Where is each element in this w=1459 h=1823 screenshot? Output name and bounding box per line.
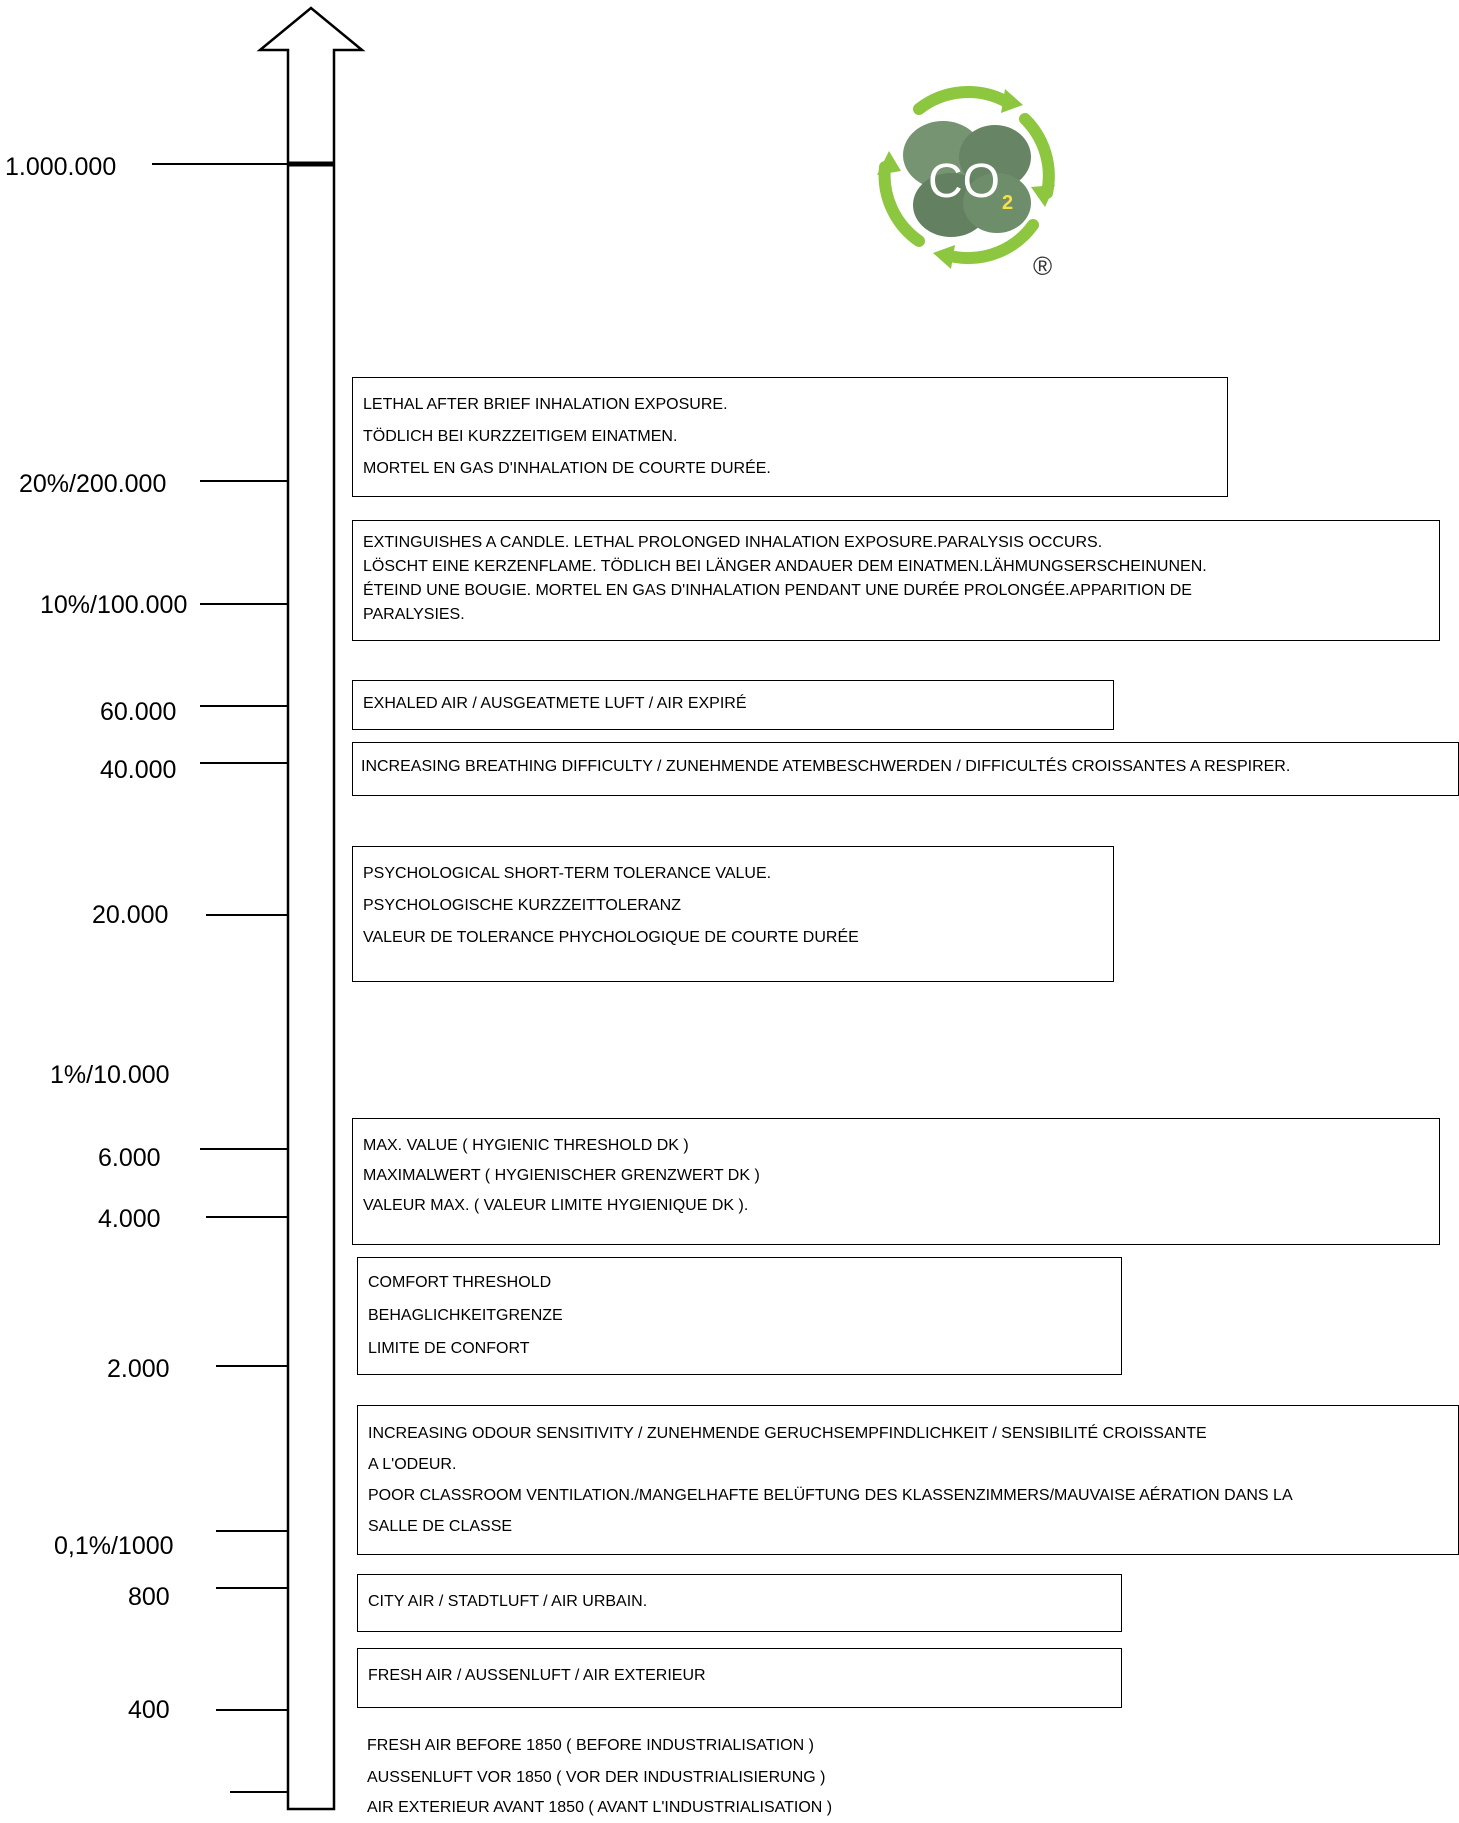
box-line: VALEUR MAX. ( VALEUR LIMITE HYGIENIQUE D… <box>363 1197 749 1214</box>
box-line: LETHAL AFTER BRIEF INHALATION EXPOSURE. <box>363 396 728 413</box>
box-odour-sensitivity: INCREASING ODOUR SENSITIVITY / ZUNEHMEND… <box>357 1405 1459 1555</box>
box-line: LÖSCHT EINE KERZENFLAME. TÖDLICH BEI LÄN… <box>363 558 1207 575</box>
registered-mark: ® <box>1033 251 1052 281</box>
box-line: COMFORT THRESHOLD <box>368 1274 552 1291</box>
scale-tick-40000 <box>200 762 288 764</box>
scale-label-800: 800 <box>128 1583 170 1611</box>
scale-tick-20000 <box>206 914 288 916</box>
scale-tick-1000000 <box>152 163 288 165</box>
box-fresh-air: FRESH AIR / AUSSENLUFT / AIR EXTERIEUR <box>357 1648 1122 1708</box>
co2-logo-text: CO <box>928 155 1000 208</box>
box-line: SALLE DE CLASSE <box>368 1518 513 1535</box>
box-line: INCREASING BREATHING DIFFICULTY / ZUNEHM… <box>361 758 1291 775</box>
box-city-air: CITY AIR / STADTLUFT / AIR URBAIN. <box>357 1574 1122 1632</box>
pre1850-line-1: FRESH AIR BEFORE 1850 ( BEFORE INDUSTRIA… <box>367 1737 814 1754</box>
scale-tick-60000 <box>200 705 288 707</box>
box-line: PARALYSIES. <box>363 606 465 623</box>
box-line: EXTINGUISHES A CANDLE. LETHAL PROLONGED … <box>363 534 1103 551</box>
pre1850-line-2: AUSSENLUFT VOR 1850 ( VOR DER INDUSTRIAL… <box>367 1769 826 1786</box>
scale-tick-400 <box>216 1709 288 1711</box>
scale-label-1000000: 1.000.000 <box>5 153 117 181</box>
box-line: CITY AIR / STADTLUFT / AIR URBAIN. <box>368 1593 648 1610</box>
scale-tick-preindustrial <box>230 1791 288 1793</box>
scale-label-20000: 20.000 <box>92 901 169 929</box>
scale-tick-800 <box>216 1587 288 1589</box>
box-line: FRESH AIR / AUSSENLUFT / AIR EXTERIEUR <box>368 1667 706 1684</box>
recycle-ring-icon <box>878 86 1055 265</box>
box-line: INCREASING ODOUR SENSITIVITY / ZUNEHMEND… <box>368 1425 1207 1442</box>
scale-label-6000: 6.000 <box>98 1144 161 1172</box>
co2-logo: CO 2 ® <box>877 86 1055 281</box>
box-line: EXHALED AIR / AUSGEATMETE LUFT / AIR EXP… <box>363 695 747 712</box>
scale-tick-6000 <box>200 1148 288 1150</box>
scale-label-200000: 20%/200.000 <box>19 470 167 498</box>
scale-tick-2000 <box>216 1365 288 1367</box>
axis-arrow-outline <box>256 6 366 1811</box>
box-line: MORTEL EN GAS D'INHALATION DE COURTE DUR… <box>363 460 771 477</box>
scale-label-2000: 2.000 <box>107 1355 170 1383</box>
box-line: PSYCHOLOGISCHE KURZZEITTOLERANZ <box>363 897 681 914</box>
scale-label-40000: 40.000 <box>100 756 177 784</box>
box-line: VALEUR DE TOLERANCE PHYCHOLOGIQUE DE COU… <box>363 929 859 946</box>
scale-tick-100000 <box>200 603 288 605</box>
scale-label-400: 400 <box>128 1696 170 1724</box>
box-line: PSYCHOLOGICAL SHORT-TERM TOLERANCE VALUE… <box>363 865 772 882</box>
scale-tick-200000 <box>200 480 288 482</box>
box-line: A L'ODEUR. <box>368 1456 457 1473</box>
box-psychological-tolerance: PSYCHOLOGICAL SHORT-TERM TOLERANCE VALUE… <box>352 846 1114 982</box>
box-line: MAXIMALWERT ( HYGIENISCHER GRENZWERT DK … <box>363 1167 760 1184</box>
scale-label-10000: 1%/10.000 <box>50 1061 170 1089</box>
box-lethal-brief: LETHAL AFTER BRIEF INHALATION EXPOSURE. … <box>352 377 1228 497</box>
clover-leaves-icon <box>903 121 1031 237</box>
box-line: ÉTEIND UNE BOUGIE. MORTEL EN GAS D'INHAL… <box>363 582 1192 599</box>
scale-tick-1000 <box>216 1530 288 1532</box>
box-breathing-difficulty: INCREASING BREATHING DIFFICULTY / ZUNEHM… <box>352 742 1459 796</box>
box-exhaled-air: EXHALED AIR / AUSGEATMETE LUFT / AIR EXP… <box>352 680 1114 730</box>
scale-tick-4000 <box>206 1216 288 1218</box>
box-line: MAX. VALUE ( HYGIENIC THRESHOLD DK ) <box>363 1137 689 1154</box>
box-line: TÖDLICH BEI KURZZEITIGEM EINATMEN. <box>363 428 678 445</box>
recycle-arrowheads-icon <box>877 89 1055 269</box>
scale-label-1000: 0,1%/1000 <box>54 1532 174 1560</box>
box-line: POOR CLASSROOM VENTILATION./MANGELHAFTE … <box>368 1487 1293 1504</box>
pre1850-line-3: AIR EXTERIEUR AVANT 1850 ( AVANT L'INDUS… <box>367 1799 833 1816</box>
co2-logo-subscript: 2 <box>1002 192 1013 214</box>
scale-label-60000: 60.000 <box>100 698 177 726</box>
scale-label-100000: 10%/100.000 <box>40 591 188 619</box>
box-comfort-threshold: COMFORT THRESHOLD BEHAGLICHKEITGRENZE LI… <box>357 1257 1122 1375</box>
box-line: BEHAGLICHKEITGRENZE <box>368 1307 563 1324</box>
scale-label-4000: 4.000 <box>98 1205 161 1233</box>
box-max-value: MAX. VALUE ( HYGIENIC THRESHOLD DK ) MAX… <box>352 1118 1440 1245</box>
box-extinguishes-candle: EXTINGUISHES A CANDLE. LETHAL PROLONGED … <box>352 520 1440 641</box>
box-line: LIMITE DE CONFORT <box>368 1340 530 1357</box>
